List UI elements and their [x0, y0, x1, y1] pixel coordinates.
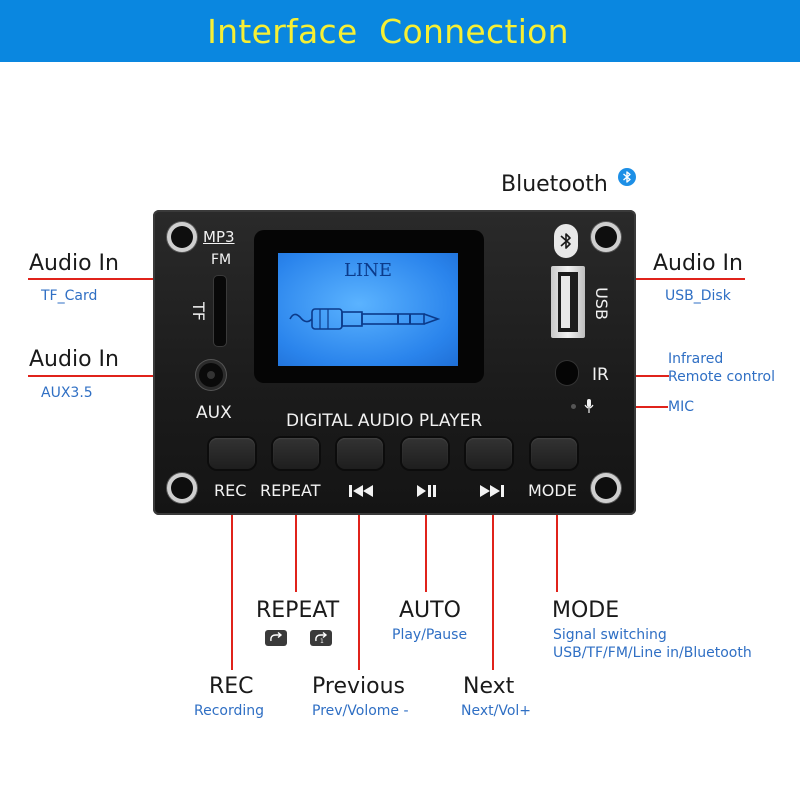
mic-hole	[571, 404, 576, 409]
callout-line-repeat	[295, 508, 297, 592]
play-pause-label: Play/Pause	[392, 627, 468, 643]
fm-silkscreen: FM	[211, 252, 232, 268]
mic-icon	[584, 399, 594, 413]
audio-player-board: MP3 FM TF AUX LINE	[153, 210, 636, 515]
callout-line-auto	[425, 508, 427, 592]
usb-audio-in-title: Audio In	[653, 251, 743, 276]
bluetooth-icon	[618, 168, 636, 186]
mode-button[interactable]	[531, 438, 577, 469]
mode-title: MODE	[552, 598, 620, 623]
previous-title: Previous	[312, 674, 405, 699]
lcd-frame: LINE	[254, 230, 484, 383]
auto-title: AUTO	[399, 598, 461, 623]
usb-disk-label: USB_Disk	[665, 288, 731, 304]
mounting-hole-bottom-left	[171, 477, 193, 499]
usb-port-tongue	[561, 276, 570, 328]
callout-line-previous	[358, 508, 360, 670]
board-bluetooth-icon	[560, 233, 571, 249]
svg-text:1: 1	[320, 638, 324, 645]
remote-control-label: Remote control	[668, 369, 775, 385]
mp3-silkscreen: MP3	[203, 228, 235, 246]
prev-volume-label: Prev/Volome -	[312, 703, 409, 719]
callout-line-usb	[591, 278, 745, 280]
repeat-title: REPEAT	[256, 598, 340, 623]
usb-port[interactable]	[551, 266, 585, 338]
infrared-label: Infrared	[668, 351, 724, 367]
header-title: Interface Connection	[207, 12, 569, 51]
next-icon	[480, 485, 504, 497]
rec-silkscreen: REC	[214, 481, 247, 500]
ir-receiver	[556, 361, 578, 385]
play-pause-button[interactable]	[402, 438, 448, 469]
mic-label: MIC	[668, 399, 694, 415]
next-title: Next	[463, 674, 515, 699]
rec-title: REC	[209, 674, 254, 699]
signal-sources-label: USB/TF/FM/Line in/Bluetooth	[553, 645, 752, 661]
tf-card-label: TF_Card	[41, 288, 98, 304]
tf-audio-in-title: Audio In	[29, 251, 119, 276]
next-vol-label: Next/Vol+	[461, 703, 532, 719]
ir-silkscreen: IR	[592, 365, 609, 385]
tf-silkscreen: TF	[188, 302, 208, 321]
rec-button[interactable]	[209, 438, 255, 469]
aux-jack-hole	[207, 371, 215, 379]
recording-label: Recording	[194, 703, 265, 719]
usb-port-opening	[558, 272, 578, 332]
repeat-all-icon	[265, 630, 287, 646]
board-bluetooth-badge	[554, 224, 578, 258]
previous-icon	[349, 485, 373, 497]
aux-silkscreen: AUX	[196, 403, 232, 423]
bluetooth-label: Bluetooth	[501, 172, 608, 197]
mode-silkscreen: MODE	[528, 481, 577, 500]
repeat-one-icon: 1	[310, 630, 332, 646]
callout-line-rec	[231, 508, 233, 670]
lcd-line-text: LINE	[344, 260, 392, 281]
callout-line-next	[492, 508, 494, 670]
signal-switching-label: Signal switching	[553, 627, 667, 643]
usb-silkscreen: USB	[591, 287, 611, 320]
product-name-silkscreen: DIGITAL AUDIO PLAYER	[286, 411, 483, 431]
header-banner: Interface Connection	[0, 0, 800, 62]
callout-line-tf	[28, 278, 224, 280]
mounting-hole-top-left	[171, 226, 193, 248]
repeat-button[interactable]	[273, 438, 319, 469]
aux-jack[interactable]	[199, 363, 223, 387]
aux-audio-in-title: Audio In	[29, 347, 119, 372]
callout-line-mode	[556, 508, 558, 592]
audio-plug-icon	[289, 308, 441, 330]
repeat-silkscreen: REPEAT	[260, 481, 321, 500]
callout-line-ir	[617, 375, 669, 377]
callout-line-aux	[28, 375, 208, 377]
previous-button[interactable]	[337, 438, 383, 469]
aux35-label: AUX3.5	[41, 385, 93, 401]
next-button[interactable]	[466, 438, 512, 469]
tf-card-slot[interactable]	[214, 276, 226, 346]
play-pause-icon	[417, 485, 436, 497]
callout-line-mic	[604, 406, 668, 408]
mounting-hole-bottom-right	[595, 477, 617, 499]
lcd-display: LINE	[278, 253, 458, 366]
mounting-hole-top-right	[595, 226, 617, 248]
